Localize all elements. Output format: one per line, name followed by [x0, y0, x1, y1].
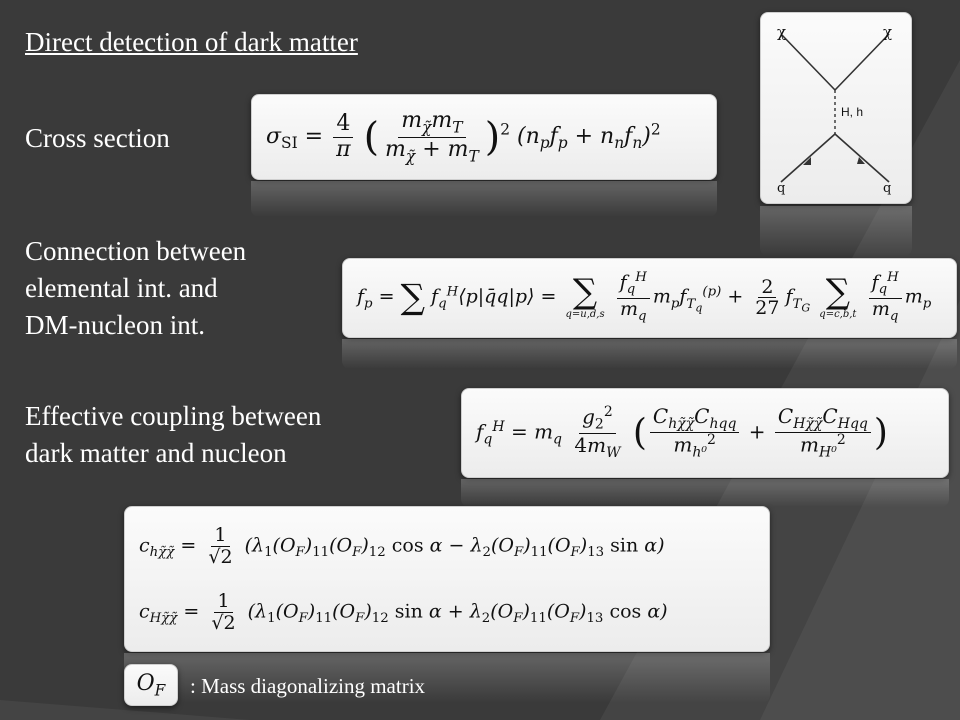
cross-section-label: Cross section: [25, 123, 170, 153]
diagram-label-tr: χ: [883, 23, 893, 41]
cross-section-reflection: [251, 181, 717, 217]
coupling-heavy-higgs: cHχ̃χ̃ = 1√2 (λ1(OF)11(OF)12 sin α + λ2(…: [139, 589, 668, 634]
effective-line-2: dark matter and nucleon: [25, 438, 287, 468]
connection-label: Connection between elemental int. and DM…: [25, 233, 246, 344]
diagram-label-tl: χ: [777, 23, 787, 41]
of-symbol-box: OF: [124, 664, 178, 706]
effective-coupling-reflection: [461, 479, 949, 507]
feynman-diagram-box: χ χ H, h q q: [760, 12, 912, 204]
mass-matrix-note: : Mass diagonalizing matrix: [190, 674, 426, 698]
form-factor-reflection: [342, 339, 957, 369]
connection-line-1: Connection between: [25, 236, 247, 266]
diagram-label-mediator: H, h: [841, 105, 864, 119]
feynman-diagram: [780, 33, 890, 183]
of-symbol: OF: [136, 670, 166, 700]
effective-line-1: Effective coupling between: [25, 401, 322, 431]
effective-label: Effective coupling between dark matter a…: [25, 398, 321, 472]
coupling-reflection: [124, 653, 770, 703]
connection-line-3: DM-nucleon int.: [25, 310, 205, 340]
coupling-definitions-box: chχ̃χ̃ = 1√2 (λ1(OF)11(OF)12 cos α − λ2(…: [124, 506, 770, 652]
coupling-light-higgs: chχ̃χ̃ = 1√2 (λ1(OF)11(OF)12 cos α − λ2(…: [139, 523, 665, 568]
diagram-label-br: q: [883, 181, 892, 196]
diagram-reflection: [760, 206, 912, 256]
connection-line-2: elemental int. and: [25, 273, 218, 303]
slide-title: Direct detection of dark matter: [25, 27, 358, 57]
diagram-label-bl: q: [777, 181, 786, 196]
